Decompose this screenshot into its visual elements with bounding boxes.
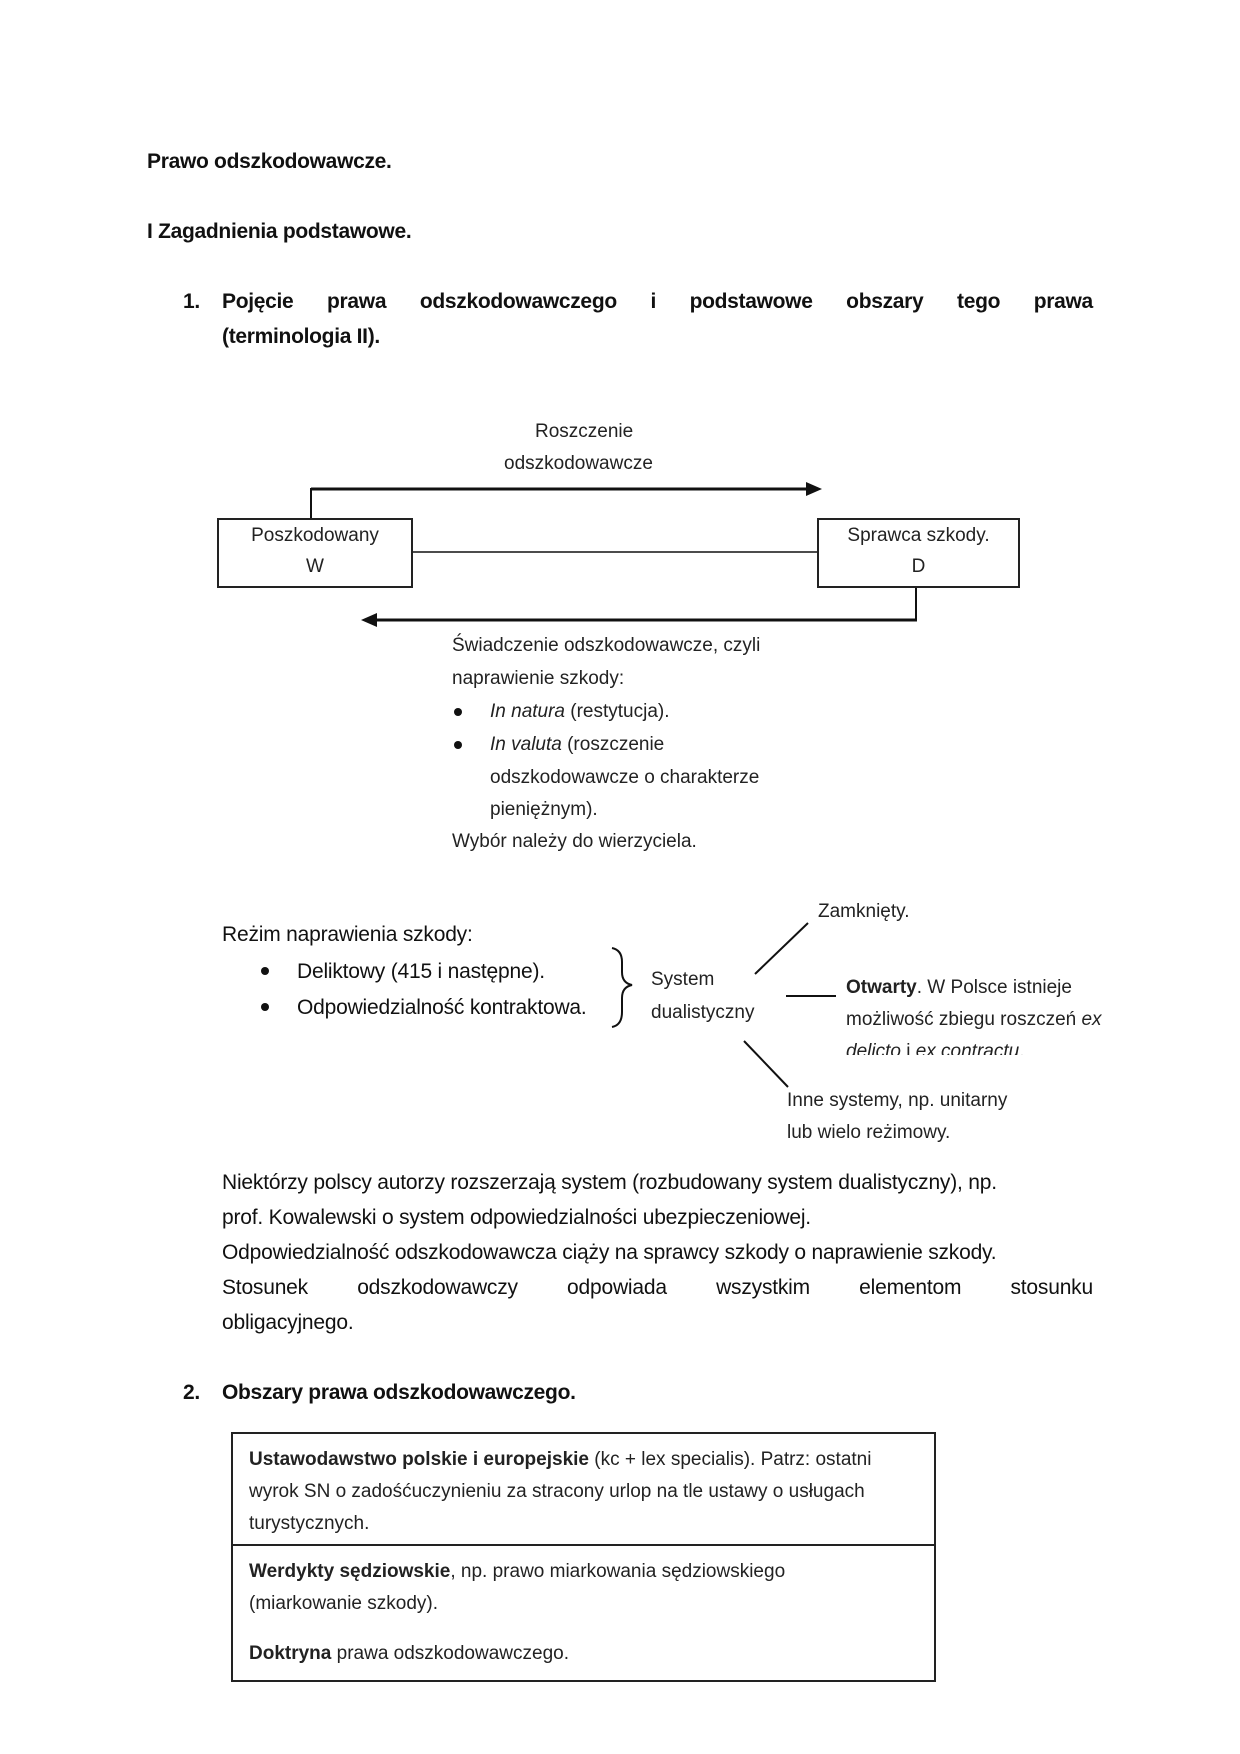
bullet-icon xyxy=(261,1003,269,1011)
table-text: , np. prawo miarkowania sędziowskiego xyxy=(450,1561,786,1582)
victim-box: Poszkodowany W xyxy=(217,518,413,588)
table-bold: Ustawodawstwo polskie i europejskie xyxy=(249,1449,589,1470)
system-label-2: dualistyczny xyxy=(651,1002,755,1023)
paragraph-word: elementom xyxy=(859,1276,962,1299)
table-cell-line: Doktryna prawa odszkodowawczego. xyxy=(249,1638,919,1670)
claim-label-1: Roszczenie xyxy=(535,421,634,442)
heading-word: obszary xyxy=(846,290,924,313)
table-bold: Werdykty sędziowskie xyxy=(249,1561,451,1582)
table-cell-line: (miarkowanie szkody). xyxy=(249,1593,438,1614)
table-text: prawa odszkodowawczego. xyxy=(331,1643,569,1664)
heading-word: i xyxy=(650,290,656,313)
branch-closed xyxy=(754,922,809,975)
table-bold: Doktryna xyxy=(249,1643,332,1664)
table-row: Ustawodawstwo polskie i europejskie (kc … xyxy=(233,1434,934,1546)
open-italic: ex contractu xyxy=(915,1041,1020,1055)
heading-word: tego xyxy=(957,290,1001,313)
benefit-arrow-head xyxy=(361,613,377,627)
paragraph-line: obligacyjnego. xyxy=(222,1311,354,1334)
paragraph-word: odszkodowawczy xyxy=(357,1276,518,1299)
choice-note: Wybór należy do wierzyciela. xyxy=(452,831,697,852)
item2-number: 2. xyxy=(183,1381,200,1404)
branch-other xyxy=(743,1040,789,1088)
paragraph: Niektórzy polscy autorzy rozszerzają sys… xyxy=(222,1165,1093,1340)
claim-label-2: odszkodowawcze xyxy=(504,453,653,474)
open-bold: Otwarty xyxy=(846,977,917,998)
bullet-icon xyxy=(454,741,462,749)
table-text: (kc + lex specialis). Patrz: ostatni xyxy=(589,1449,872,1470)
benefit-bullet-2-line3: pieniężnym). xyxy=(490,799,598,820)
open-line-2: możliwość zbiegu roszczeń ex xyxy=(846,1004,1126,1036)
perpetrator-code: D xyxy=(911,556,926,577)
paragraph-word: odpowiada xyxy=(567,1276,667,1299)
open-text: i xyxy=(900,1041,916,1055)
closed-system: Zamknięty. xyxy=(818,901,910,922)
italic-term: In valuta xyxy=(490,734,562,755)
open-line-3: delicto i ex contractu. xyxy=(846,1036,1126,1055)
heading-word: prawa xyxy=(327,290,387,313)
section-heading: I Zagadnienia podstawowe. xyxy=(147,220,412,243)
perpetrator-label: Sprawca szkody. xyxy=(847,525,990,546)
item1-heading-line2: (terminologia II). xyxy=(222,325,380,348)
brace xyxy=(611,947,633,1028)
benefit-bullet-1: In natura (restytucja). xyxy=(490,696,670,728)
item2-heading: Obszary prawa odszkodowawczego. xyxy=(222,1381,576,1404)
open-system: Otwarty. W Polsce istnieje możliwość zbi… xyxy=(846,972,1126,1055)
paragraph-word: wszystkim xyxy=(716,1276,810,1299)
item1-heading-line1: Pojęcie prawa odszkodowawczego i podstaw… xyxy=(222,290,1093,314)
paragraph-line: Niektórzy polscy autorzy rozszerzają sys… xyxy=(222,1171,997,1194)
system-label-1: System xyxy=(651,969,715,990)
benefit-bullet-2: In valuta (roszczenie xyxy=(490,729,664,761)
claim-arrow-head xyxy=(806,482,822,496)
paragraph-line: Odpowiedzialność odszkodowawcza ciąży na… xyxy=(222,1241,997,1264)
regime-item-1: Deliktowy (415 i następne). xyxy=(297,960,545,983)
areas-table: Ustawodawstwo polskie i europejskie (kc … xyxy=(231,1432,936,1682)
open-text: . xyxy=(1019,1041,1025,1055)
table-cell-line: wyrok SN o zadośćuczynieniu za stracony … xyxy=(249,1481,865,1502)
victim-label: Poszkodowany xyxy=(251,525,379,546)
italic-term: In natura xyxy=(490,701,565,722)
open-line-1: Otwarty. W Polsce istnieje xyxy=(846,972,1126,1004)
paragraph-word: Stosunek xyxy=(222,1276,308,1299)
bullet-icon xyxy=(261,967,269,975)
bullet-icon xyxy=(454,708,462,716)
item1-number: 1. xyxy=(183,290,200,313)
table-cell-line: turystycznych. xyxy=(249,1513,370,1534)
other-systems-2: lub wielo reżimowy. xyxy=(787,1122,951,1143)
heading-word: Pojęcie xyxy=(222,290,294,313)
open-text: . W Polsce istnieje xyxy=(916,977,1072,998)
paragraph-line: prof. Kowalewski o system odpowiedzialno… xyxy=(222,1206,811,1229)
paragraph-word: stosunku xyxy=(1010,1276,1094,1299)
benefit-text-2: naprawienie szkody: xyxy=(452,668,625,689)
bullet-text: (roszczenie xyxy=(561,734,665,755)
victim-code: W xyxy=(306,556,324,577)
other-systems-1: Inne systemy, np. unitarny xyxy=(787,1090,1008,1111)
regime-item-2: Odpowiedzialność kontraktowa. xyxy=(297,996,587,1019)
benefit-bullet-2-line2: odszkodowawcze o charakterze xyxy=(490,767,760,788)
table-cell-line: Werdykty sędziowskie, np. prawo miarkowa… xyxy=(249,1556,919,1588)
bullet-text: (restytucja). xyxy=(565,701,670,722)
regime-heading: Reżim naprawienia szkody: xyxy=(222,923,473,946)
document-title: Prawo odszkodowawcze. xyxy=(147,150,392,173)
paragraph-line-justified: Stosunek odszkodowawczy odpowiada wszyst… xyxy=(222,1270,1093,1305)
open-italic: delicto xyxy=(846,1041,901,1055)
table-row: Werdykty sędziowskie, np. prawo miarkowa… xyxy=(233,1546,934,1670)
open-italic: ex xyxy=(1081,1009,1102,1030)
table-cell-line: Ustawodawstwo polskie i europejskie (kc … xyxy=(249,1444,919,1476)
heading-word: podstawowe xyxy=(689,290,813,313)
perpetrator-box: Sprawca szkody. D xyxy=(817,518,1020,588)
benefit-text-1: Świadczenie odszkodowawcze, czyli xyxy=(452,635,761,656)
heading-word: prawa xyxy=(1033,290,1094,313)
heading-word: odszkodowawczego xyxy=(419,290,617,313)
open-text: możliwość zbiegu roszczeń xyxy=(846,1009,1082,1030)
